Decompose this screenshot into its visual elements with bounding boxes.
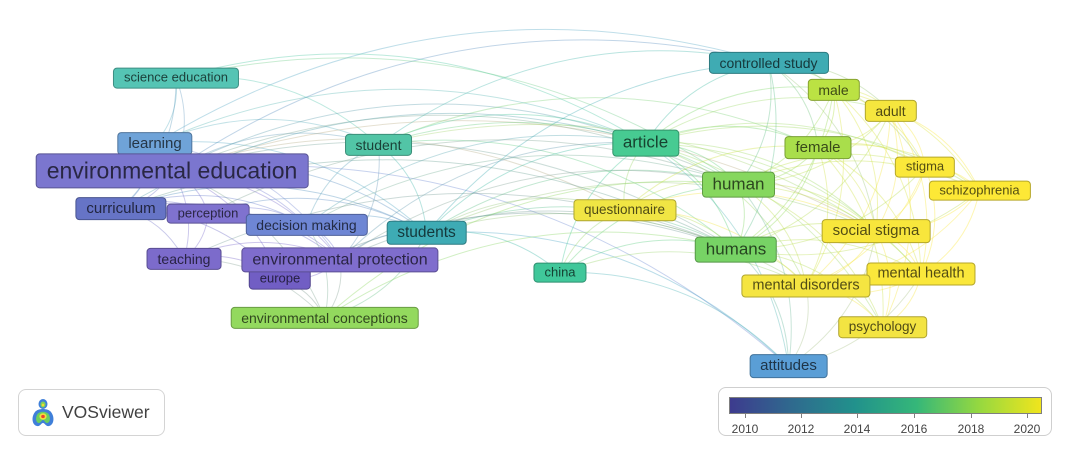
color-scale-tick-mark (914, 414, 915, 418)
network-link (171, 120, 877, 232)
network-link (378, 113, 646, 145)
node-social-stigma[interactable]: social stigma (821, 219, 931, 243)
node-perception[interactable]: perception (166, 203, 250, 224)
node-environmental-protection[interactable]: environmental protection (241, 247, 439, 273)
color-scale-tick-label: 2018 (957, 422, 985, 436)
network-link (378, 121, 739, 185)
network-link (378, 139, 737, 250)
network-link (645, 122, 926, 168)
color-scale-tick-label: 2020 (1013, 422, 1041, 436)
network-link (559, 251, 807, 287)
network-link (154, 88, 646, 144)
network-link (378, 97, 819, 148)
color-scale-tick-mark (745, 414, 746, 418)
network-link (324, 231, 737, 319)
node-curriculum[interactable]: curriculum (75, 196, 167, 221)
network-link (768, 62, 877, 232)
network-link (805, 147, 829, 287)
color-scale-tick-mark (971, 414, 972, 418)
color-scale-legend: 2010 2012 2014 2016 2018 2020 (718, 387, 1052, 436)
node-stigma[interactable]: stigma (894, 156, 956, 178)
color-scale-tick-mark (801, 414, 802, 418)
network-link (805, 110, 891, 287)
network-link (378, 144, 427, 234)
color-scale-tick-label: 2016 (900, 422, 928, 436)
node-science-education[interactable]: science education (112, 67, 240, 89)
node-article[interactable]: article (611, 129, 680, 157)
network-link (171, 103, 646, 172)
node-student[interactable]: student (344, 133, 413, 156)
network-link (171, 170, 325, 319)
node-human[interactable]: human (701, 171, 776, 198)
network-link (805, 89, 845, 287)
node-learning[interactable]: learning (117, 131, 193, 156)
network-link (324, 180, 739, 319)
vosviewer-logo-text: VOSviewer (62, 402, 150, 422)
node-psychology[interactable]: psychology (837, 316, 928, 338)
node-students[interactable]: students (386, 220, 467, 246)
node-china[interactable]: china (533, 262, 587, 283)
network-link (171, 39, 769, 172)
color-scale-tick-label: 2014 (843, 422, 871, 436)
network-link (735, 62, 777, 250)
color-scale-tick-label: 2010 (731, 422, 759, 436)
network-link (735, 89, 834, 250)
network-link (890, 110, 928, 275)
network-link (788, 230, 877, 367)
network-link (738, 184, 792, 367)
network-link (426, 169, 739, 234)
node-male[interactable]: male (807, 78, 860, 101)
network-link (645, 142, 877, 232)
node-environmental-conceptions[interactable]: environmental conceptions (230, 306, 419, 330)
vosviewer-logo: VOSviewer (18, 389, 165, 436)
network-link (306, 154, 739, 226)
node-mental-health[interactable]: mental health (866, 262, 976, 286)
network-link (154, 28, 769, 144)
node-environmental-education[interactable]: environmental education (35, 153, 309, 189)
vosviewer-logo-icon (32, 399, 54, 427)
color-scale-tick-label: 2012 (787, 422, 815, 436)
node-teaching[interactable]: teaching (146, 247, 222, 271)
color-scale-bar (729, 397, 1042, 414)
node-decision-making[interactable]: decision making (245, 213, 368, 237)
network-link (339, 141, 646, 261)
network-link (426, 231, 789, 367)
node-adult[interactable]: adult (864, 99, 917, 123)
node-humans[interactable]: humans (694, 236, 778, 263)
network-link (339, 144, 380, 261)
color-scale-tick-mark (857, 414, 858, 418)
network-link (645, 97, 891, 144)
node-schizophrenia[interactable]: schizophrenia (928, 180, 1031, 201)
node-controlled-study[interactable]: controlled study (708, 51, 829, 74)
network-link (306, 135, 646, 226)
node-mental-disorders[interactable]: mental disorders (741, 274, 871, 298)
network-link (426, 182, 877, 234)
node-attitudes[interactable]: attitudes (749, 354, 828, 378)
network-link (645, 142, 922, 275)
network-link (559, 271, 789, 367)
color-scale-tick-mark (1027, 414, 1028, 418)
network-link (175, 53, 646, 144)
network-link (735, 147, 819, 250)
node-questionnaire[interactable]: questionnaire (572, 199, 677, 221)
network-link (833, 89, 879, 232)
node-female[interactable]: female (784, 135, 852, 160)
